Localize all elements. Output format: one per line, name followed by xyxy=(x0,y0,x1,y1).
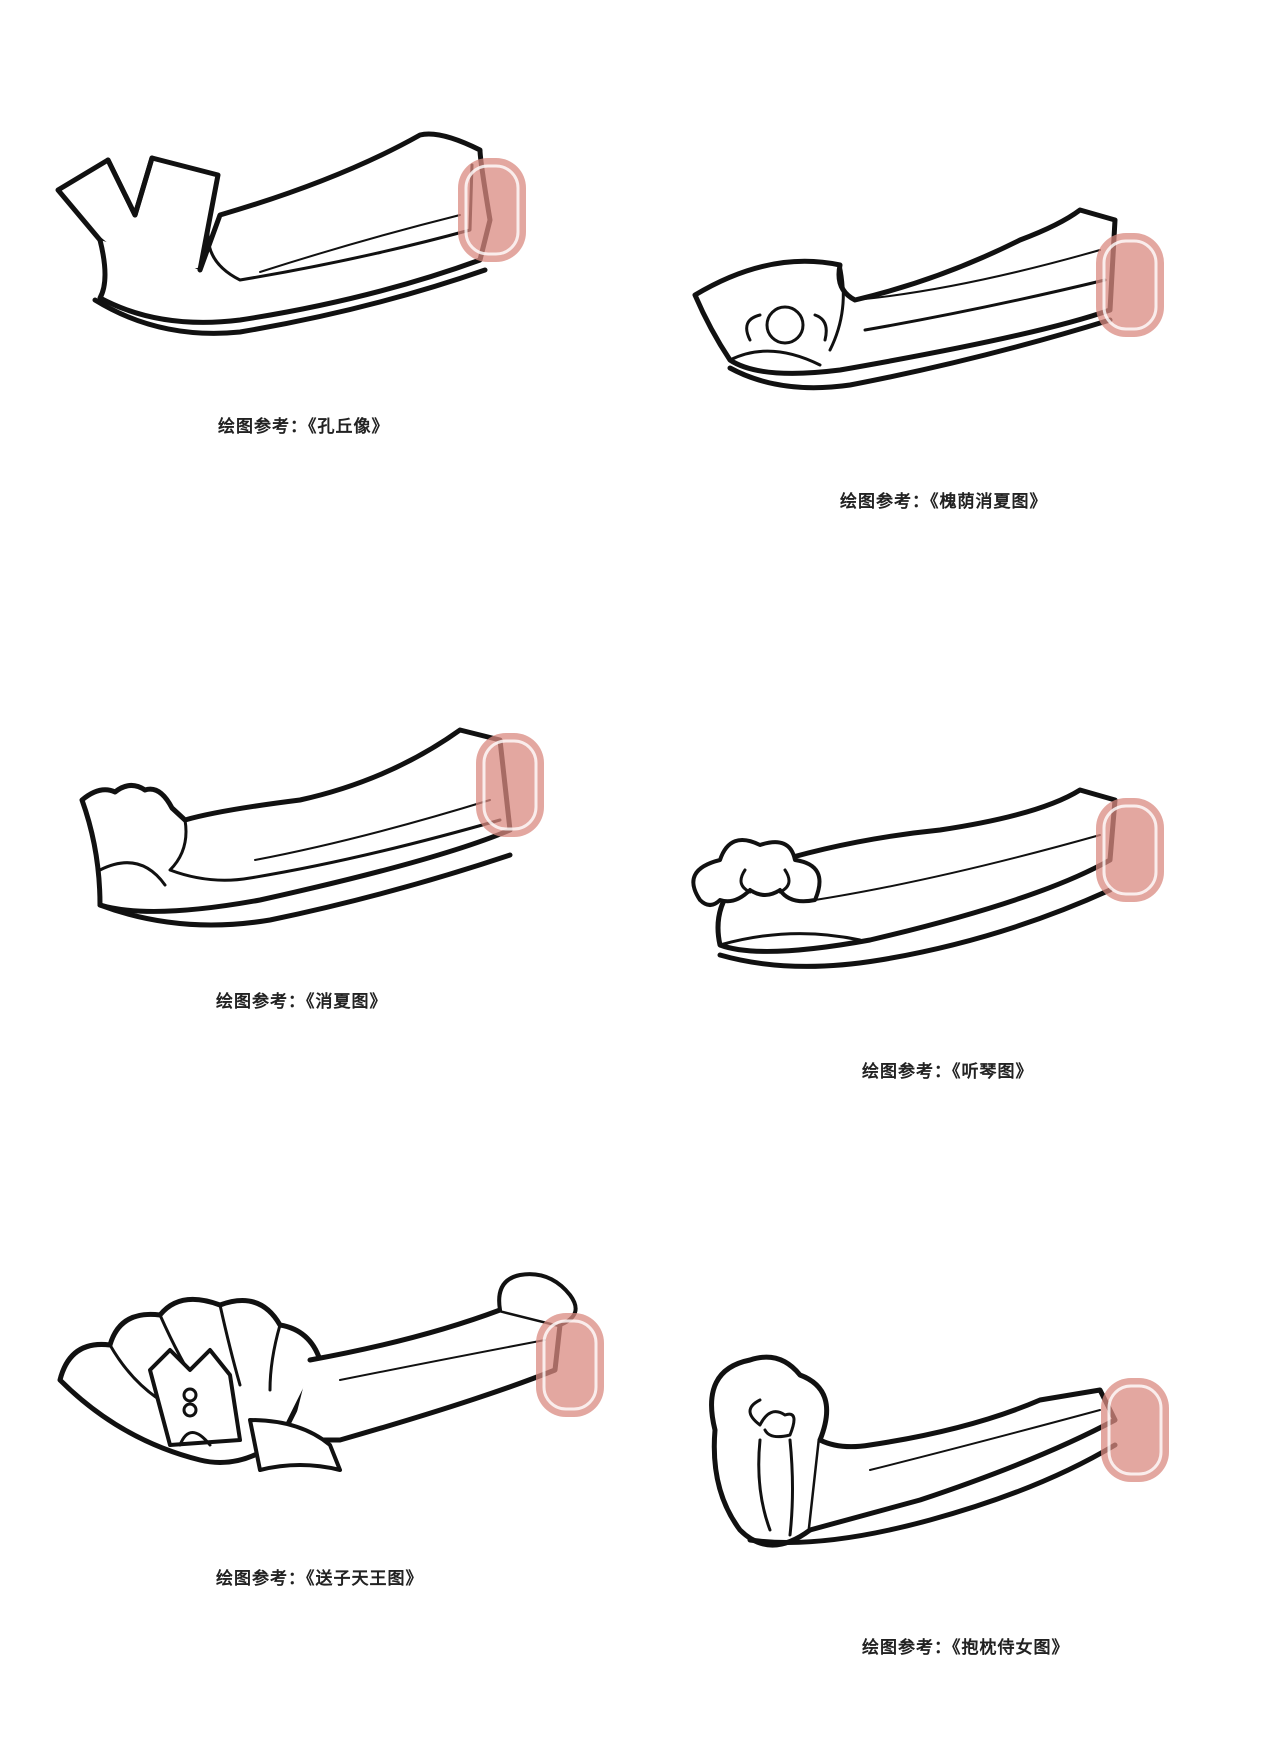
caption-title: 《抱枕侍女图》 xyxy=(952,1638,1070,1658)
caption-prefix: 绘图参考： xyxy=(862,1638,952,1658)
shoe-illustration-4 xyxy=(640,760,1260,1180)
caption-title: 《听琴图》 xyxy=(952,1062,1034,1082)
caption-prefix: 绘图参考： xyxy=(216,1569,306,1589)
shoe-illustration-2 xyxy=(640,190,1260,610)
caption-prefix: 绘图参考： xyxy=(840,492,930,512)
caption-title: 《消夏图》 xyxy=(306,992,388,1012)
caption-prefix: 绘图参考： xyxy=(862,1062,952,1082)
caption-6: 绘图参考：《抱枕侍女图》 xyxy=(862,1633,1070,1658)
caption-title: 《送子天王图》 xyxy=(306,1569,424,1589)
caption-prefix: 绘图参考： xyxy=(216,992,306,1012)
shoe-illustration-3 xyxy=(60,700,680,1120)
caption-3: 绘图参考：《消夏图》 xyxy=(216,987,388,1012)
shoe-illustration-1 xyxy=(40,120,660,540)
caption-title: 《槐荫消夏图》 xyxy=(930,492,1048,512)
caption-1: 绘图参考：《孔丘像》 xyxy=(218,412,390,437)
caption-prefix: 绘图参考： xyxy=(218,417,308,437)
shoe-illustration-6 xyxy=(640,1330,1260,1750)
caption-4: 绘图参考：《听琴图》 xyxy=(862,1057,1034,1082)
caption-2: 绘图参考：《槐荫消夏图》 xyxy=(840,487,1048,512)
caption-title: 《孔丘像》 xyxy=(308,417,390,437)
caption-5: 绘图参考：《送子天王图》 xyxy=(216,1564,424,1589)
shoe-illustration-5 xyxy=(40,1270,660,1690)
